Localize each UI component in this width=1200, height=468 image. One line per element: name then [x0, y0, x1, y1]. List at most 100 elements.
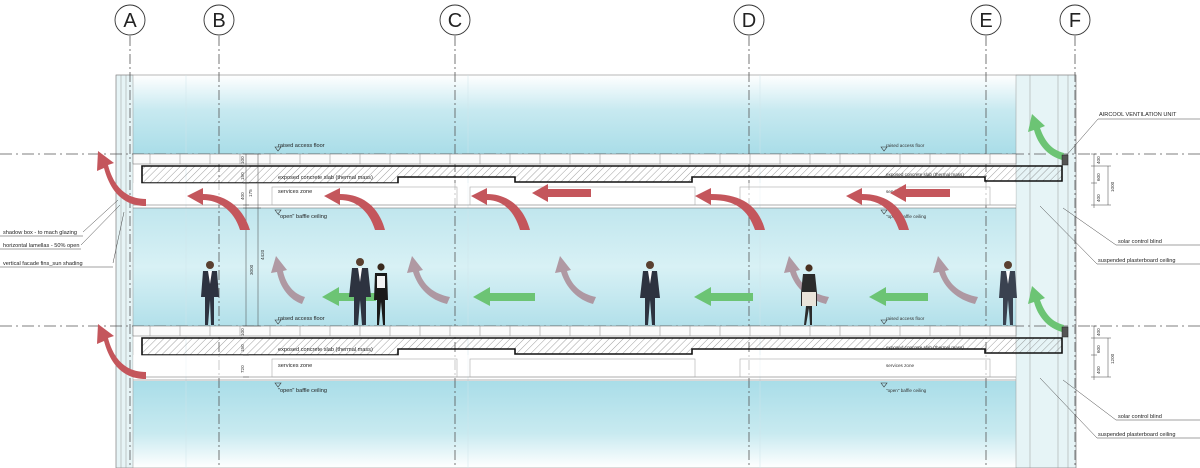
upper-raised-floor-label: raised access floor	[278, 143, 325, 149]
dim-lower-150: 150	[240, 344, 245, 352]
lower-glazing	[133, 381, 1016, 468]
dim-right-lower-400a: 400	[1096, 328, 1101, 336]
callout-blind-upper: solar control blind	[1118, 239, 1162, 245]
grid-label-d: D	[742, 10, 756, 32]
dim-lower-720: 720	[240, 365, 245, 373]
exhaust-arrow-curved-c	[324, 188, 385, 230]
exhaust-arrow-curved-e	[846, 188, 909, 230]
supply-arrow-d	[694, 287, 753, 306]
grid-label-c: C	[448, 10, 462, 32]
dimension-chain-right	[1091, 153, 1111, 380]
callout-plasterboard-lower: suspended plasterboard ceiling	[1098, 432, 1175, 438]
return-arrow-c	[407, 256, 450, 304]
dim-floor-to-floor: 4420	[260, 249, 265, 260]
grid-bubble-b	[203, 4, 235, 36]
exhaust-arrow-curved-d	[471, 188, 530, 230]
upper-services-label: services zone	[278, 189, 312, 195]
person-b	[201, 261, 219, 325]
callouts-left: shadow box - to mach glazing horizontal …	[0, 199, 125, 268]
grid-bubble-c	[439, 4, 471, 36]
person-d2	[801, 264, 817, 325]
aircool-units	[1061, 154, 1069, 338]
exhaust-arrows-curved	[187, 188, 909, 230]
upper-floor-pedestals	[149, 154, 991, 164]
upper-raised-floor-label-right: raised access floor	[886, 143, 925, 148]
section-outline	[115, 74, 1077, 468]
upper-raised-floor	[132, 153, 1017, 165]
grid-label-e: E	[979, 10, 992, 32]
dim-lower-100: 100	[240, 328, 245, 336]
lower-services-label: services zone	[278, 363, 312, 369]
grid-bubble-d	[733, 4, 765, 36]
lower-floor-pedestals	[149, 326, 991, 336]
level-markers	[274, 146, 888, 388]
dim-right-upper-400a: 400	[1096, 156, 1101, 164]
dim-right-upper-400b: 400	[1096, 194, 1101, 202]
upper-slab-label-right: exposed concrete slab (thermal mass)	[886, 172, 964, 177]
supply-arrows-unit	[1028, 114, 1064, 332]
exhaust-facade-upper	[97, 151, 146, 206]
callout-shadow-box: shadow box - to mach glazing	[3, 230, 77, 236]
exhaust-arrow-e	[890, 184, 950, 202]
exhaust-arrow-curved-b	[187, 188, 250, 230]
person-c2	[374, 263, 388, 325]
exhaust-arrows-facade	[97, 151, 146, 379]
return-arrows	[271, 256, 978, 304]
facade-mullions	[120, 75, 1069, 468]
lower-ceiling-label: "open" baffle ceiling	[278, 388, 327, 394]
grid-label-a: A	[123, 10, 137, 32]
person-d	[640, 261, 660, 325]
person-e	[999, 261, 1017, 325]
dim-right-lower-600: 600	[1096, 345, 1101, 353]
dim-right-upper-1000: 1000	[1110, 181, 1115, 192]
aircool-unit-upper	[1061, 154, 1069, 166]
return-arrow-e	[933, 256, 978, 304]
grid-label-b: B	[212, 10, 225, 32]
upper-glazing	[133, 75, 1016, 154]
exhaust-facade-lower	[97, 324, 146, 379]
return-arrow-d2	[784, 256, 829, 304]
aircool-unit-lower	[1061, 326, 1069, 338]
supply-arrow-b	[322, 287, 376, 306]
supply-arrow-e	[869, 287, 928, 306]
lower-baffle-ceiling	[133, 358, 1016, 381]
people	[201, 258, 1017, 325]
grid-axis-f: F	[1059, 4, 1091, 468]
dim-upper-175: 175	[248, 189, 253, 197]
grid-bubble-f	[1059, 4, 1091, 36]
exhaust-arrow-curved-d2	[695, 188, 765, 230]
callouts-right: AIRCOOL VENTILATION UNIT solar control b…	[1039, 112, 1200, 439]
lower-slab-label-right: exposed concrete slab (thermal mass)	[886, 345, 964, 350]
callout-blind-lower: solar control blind	[1118, 414, 1162, 420]
lower-floor-zone: raised access floor exposed concrete sla…	[132, 316, 1063, 394]
dim-right-lower-1200: 1200	[1110, 353, 1115, 364]
lower-services-label-right: services zone	[886, 363, 915, 368]
dim-upper-100: 100	[240, 156, 245, 164]
return-arrow-d	[555, 256, 596, 304]
dim-floor-to-ceiling: 3000	[249, 264, 254, 275]
lower-ceiling-label-right: "open" baffle ceiling	[886, 388, 927, 393]
return-arrow-b	[271, 256, 305, 304]
grid-axes: A B C D E F	[114, 4, 1091, 468]
upper-slab-label: exposed concrete slab (thermal mass)	[278, 175, 373, 181]
supply-arrow-c	[473, 287, 535, 306]
lower-services-zone	[133, 355, 1016, 377]
grid-axis-e: E	[970, 4, 1002, 468]
callout-fins: vertical facade fins_sun shading	[3, 261, 83, 267]
exhaust-arrow-c	[532, 184, 591, 202]
dim-upper-150: 150	[240, 172, 245, 180]
callout-lamellas: horizontal lamellas - 50% open	[3, 243, 80, 249]
upper-ceiling-label: "open" baffle ceiling	[278, 214, 327, 220]
facade-strip-right	[1015, 74, 1077, 468]
supply-unit-upper	[1028, 114, 1064, 160]
grid-axis-b: B	[203, 4, 235, 468]
lower-raised-floor-label-right: raised access floor	[886, 316, 925, 321]
grid-axis-c: C	[439, 4, 471, 468]
grid-label-f: F	[1069, 10, 1081, 32]
callout-aircool: AIRCOOL VENTILATION UNIT	[1099, 112, 1177, 118]
dimension-chain-left	[243, 153, 261, 378]
grid-axis-d: D	[733, 4, 765, 468]
callout-plasterboard-upper: suspended plasterboard ceiling	[1098, 258, 1175, 264]
grid-bubble-e	[970, 4, 1002, 36]
